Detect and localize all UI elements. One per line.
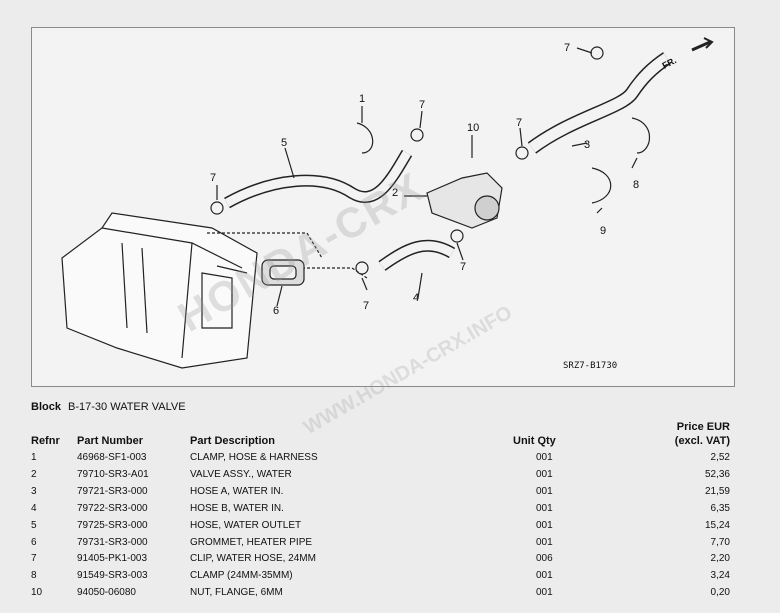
- cell-price: 2,52: [710, 452, 730, 463]
- cell-part-description: HOSE B, WATER IN.: [190, 502, 284, 514]
- cell-price: 15,24: [704, 519, 730, 531]
- callout-3: 3: [584, 139, 591, 151]
- callout-1: 1: [359, 93, 366, 105]
- callout-9: 9: [600, 225, 607, 237]
- cell-unit-qty: 001: [536, 536, 553, 548]
- cell-part-number: 79731-SR3-000: [77, 536, 148, 548]
- callout-7d: 7: [210, 172, 217, 184]
- cell-part-number: 79710-SR3-A01: [77, 468, 149, 480]
- exploded-parts-diagram: 1 7 7 10 7 7 5 2 3 8 9 7 6 7 4 7 FR. SRZ…: [31, 27, 735, 387]
- cell-part-number: 46968-SF1-003: [77, 452, 147, 463]
- cell-refnr: 7: [31, 553, 37, 565]
- cell-part-description: NUT, FLANGE, 6MM: [190, 587, 283, 599]
- callout-6: 6: [273, 305, 280, 317]
- callout-7a: 7: [419, 99, 426, 111]
- price-header-2: (excl. VAT): [674, 435, 730, 447]
- cell-refnr: 5: [31, 519, 37, 531]
- callout-5: 5: [281, 137, 288, 149]
- cell-refnr: 3: [31, 485, 37, 497]
- header-part-description: Part Description: [190, 435, 275, 447]
- header-part-number: Part Number: [77, 435, 144, 447]
- cell-part-description: CLAMP, HOSE & HARNESS: [190, 452, 318, 463]
- cell-part-number: 91549-SR3-003: [77, 570, 148, 582]
- cell-refnr: 4: [31, 502, 37, 514]
- diagram-code: SRZ7-B1730: [563, 361, 618, 371]
- cell-refnr: 6: [31, 536, 37, 548]
- callout-8: 8: [633, 179, 640, 191]
- block-label: Block: [31, 401, 61, 413]
- price-header-1: Price EUR: [676, 421, 730, 433]
- cell-part-description: VALVE ASSY., WATER: [190, 468, 292, 480]
- callout-4: 4: [413, 292, 420, 304]
- cell-price: 6,35: [710, 502, 730, 514]
- cell-refnr: 8: [31, 570, 37, 582]
- diagram-drawing: [61, 37, 714, 369]
- cell-price: 21,59: [704, 485, 730, 497]
- cell-price: 0,20: [710, 587, 730, 599]
- cell-part-number: 91405-PK1-003: [77, 553, 148, 565]
- cell-part-description: HOSE, WATER OUTLET: [190, 519, 302, 531]
- cell-unit-qty: 006: [536, 553, 553, 565]
- callout-7f: 7: [363, 300, 370, 312]
- cell-part-number: 79725-SR3-000: [77, 519, 148, 531]
- cell-part-number: 94050-06080: [77, 587, 136, 599]
- header-refnr: Refnr: [31, 435, 60, 447]
- cell-price: 52,36: [704, 468, 730, 480]
- cell-price: 7,70: [710, 536, 730, 548]
- callout-2: 2: [392, 187, 399, 199]
- cell-unit-qty: 001: [536, 452, 553, 463]
- block-title: Block B-17-30 WATER VALVE: [31, 401, 186, 413]
- cell-part-description: GROMMET, HEATER PIPE: [190, 536, 313, 548]
- callout-7e: 7: [460, 261, 467, 273]
- cell-unit-qty: 001: [536, 502, 553, 514]
- cell-unit-qty: 001: [536, 519, 553, 531]
- cell-part-description: CLIP, WATER HOSE, 24MM: [190, 553, 316, 565]
- cell-refnr: 2: [31, 468, 37, 480]
- header-unit-qty: Unit Qty: [513, 435, 556, 447]
- cell-unit-qty: 001: [536, 570, 553, 582]
- callout-7c: 7: [516, 117, 523, 129]
- cell-part-description: HOSE A, WATER IN.: [190, 485, 284, 497]
- cell-part-number: 79721-SR3-000: [77, 485, 148, 497]
- cell-part-description: CLAMP (24MM-35MM): [190, 570, 293, 582]
- block-name: B-17-30 WATER VALVE: [68, 401, 186, 413]
- cell-part-number: 79722-SR3-000: [77, 502, 148, 514]
- cell-refnr: 1: [31, 452, 37, 463]
- callout-7b: 7: [564, 42, 571, 54]
- cell-price: 3,24: [710, 570, 730, 582]
- cell-unit-qty: 001: [536, 485, 553, 497]
- cell-unit-qty: 001: [536, 587, 553, 599]
- callout-10: 10: [467, 122, 480, 134]
- cell-price: 2,20: [710, 553, 730, 565]
- cell-refnr: 10: [31, 587, 43, 599]
- cell-unit-qty: 001: [536, 468, 553, 480]
- heater-unit: [61, 212, 258, 369]
